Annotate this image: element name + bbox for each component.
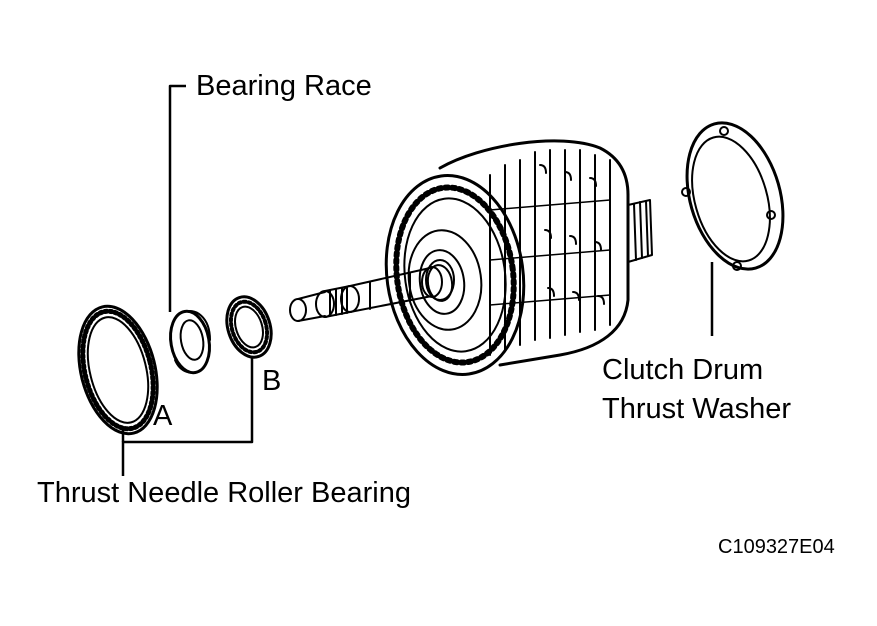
thrust-needle-roller-bearing-a [77, 304, 159, 436]
leader-lines [121, 84, 714, 476]
bearing-race-part [169, 309, 211, 375]
clutch-drum-thrust-washer [681, 121, 785, 271]
input-shaft [289, 259, 455, 322]
clutch-drum-label-line1: Clutch Drum [602, 354, 764, 386]
clutch-drum-assembly [384, 139, 653, 376]
bearing-race-label: Bearing Race [196, 70, 372, 102]
thrust-needle-roller-bearing-b [225, 295, 273, 359]
point-b-label: B [262, 365, 282, 397]
thrust-needle-roller-bearing-label: Thrust Needle Roller Bearing [37, 477, 411, 509]
figure-code: C109327E04 [718, 536, 835, 558]
point-a-label: A [153, 400, 173, 432]
clutch-drum-label-line2: Thrust Washer [602, 393, 792, 425]
